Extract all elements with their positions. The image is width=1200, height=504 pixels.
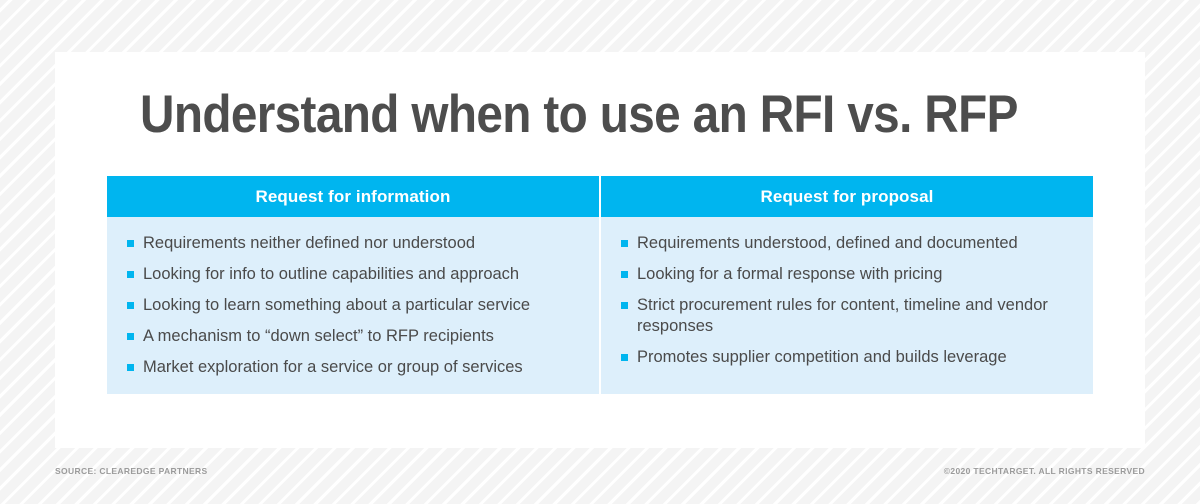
square-bullet-icon xyxy=(621,240,628,247)
list-item-label: Looking for info to outline capabilities… xyxy=(143,265,520,283)
list-item: Requirements neither defined nor underst… xyxy=(127,233,579,254)
comparison-panels: Request for information Requirements nei… xyxy=(107,176,1093,394)
list-item: Looking for a formal response with prici… xyxy=(621,264,1073,285)
footer: SOURCE: CLEAREDGE PARTNERS ©2020 TECHTAR… xyxy=(0,466,1200,486)
bullet-list-rfi: Requirements neither defined nor underst… xyxy=(127,233,579,378)
list-item-label: Looking for a formal response with prici… xyxy=(637,265,943,283)
panel-request-for-information: Request for information Requirements nei… xyxy=(107,176,599,394)
panel-header-rfi: Request for information xyxy=(107,176,599,217)
list-item: Looking for info to outline capabilities… xyxy=(127,264,579,285)
list-item: Looking to learn something about a parti… xyxy=(127,295,579,316)
panel-header-rfp: Request for proposal xyxy=(601,176,1093,217)
list-item: Requirements understood, defined and doc… xyxy=(621,233,1073,254)
panel-body-rfp: Requirements understood, defined and doc… xyxy=(601,217,1093,394)
square-bullet-icon xyxy=(621,302,628,309)
panel-request-for-proposal: Request for proposal Requirements unders… xyxy=(601,176,1093,394)
square-bullet-icon xyxy=(621,354,628,361)
square-bullet-icon xyxy=(127,364,134,371)
bullet-list-rfp: Requirements understood, defined and doc… xyxy=(621,233,1073,368)
square-bullet-icon xyxy=(127,333,134,340)
list-item-label: Strict procurement rules for content, ti… xyxy=(637,296,1048,335)
list-item-label: Looking to learn something about a parti… xyxy=(143,296,531,314)
list-item: Strict procurement rules for content, ti… xyxy=(621,295,1073,337)
list-item: A mechanism to “down select” to RFP reci… xyxy=(127,326,579,347)
footer-source: SOURCE: CLEAREDGE PARTNERS xyxy=(55,466,208,476)
list-item-label: A mechanism to “down select” to RFP reci… xyxy=(143,327,494,345)
panel-body-rfi: Requirements neither defined nor underst… xyxy=(107,217,599,394)
footer-copyright: ©2020 TECHTARGET. ALL RIGHTS RESERVED xyxy=(943,466,1145,476)
square-bullet-icon xyxy=(127,271,134,278)
list-item-label: Promotes supplier competition and builds… xyxy=(637,348,1007,366)
list-item: Market exploration for a service or grou… xyxy=(127,357,579,378)
square-bullet-icon xyxy=(127,240,134,247)
content-card: Understand when to use an RFI vs. RFP Re… xyxy=(55,52,1145,448)
page-title: Understand when to use an RFI vs. RFP xyxy=(140,85,1018,144)
square-bullet-icon xyxy=(127,302,134,309)
list-item: Promotes supplier competition and builds… xyxy=(621,347,1073,368)
list-item-label: Requirements understood, defined and doc… xyxy=(637,234,1018,252)
square-bullet-icon xyxy=(621,271,628,278)
list-item-label: Market exploration for a service or grou… xyxy=(143,358,523,376)
list-item-label: Requirements neither defined nor underst… xyxy=(143,234,476,252)
